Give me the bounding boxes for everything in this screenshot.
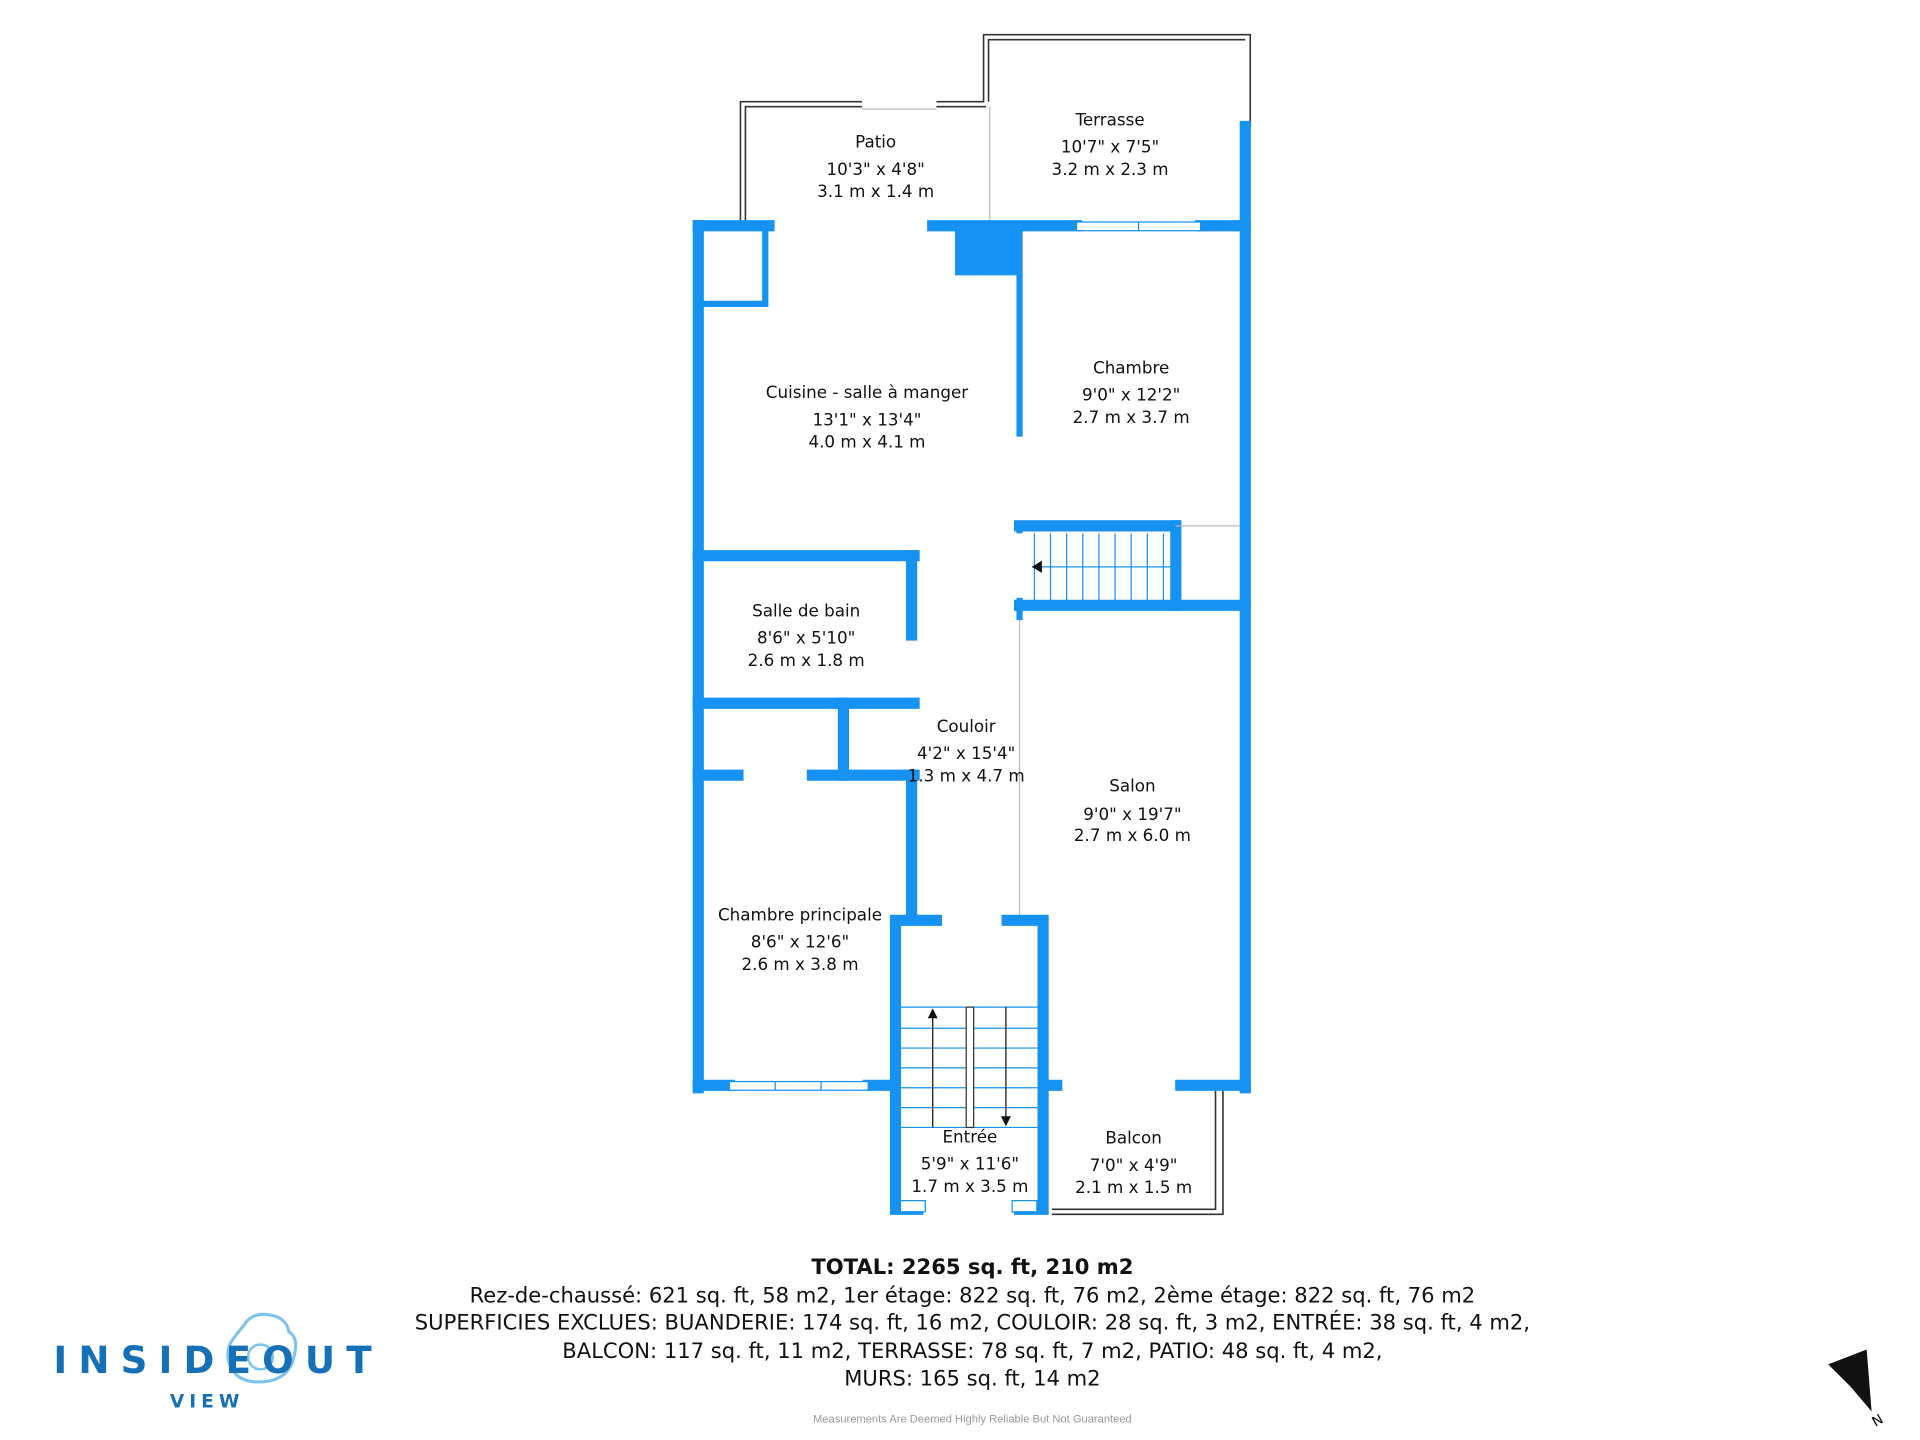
room-name: Patio [855,132,896,152]
floor-areas: Rez-de-chaussé: 621 sq. ft, 58 m2, 1er é… [470,1282,1476,1307]
room-label-terrasse: Terrasse 10'7" x 7'5" 3.2 m x 2.3 m [1052,109,1169,179]
stairs-entry [900,1006,1040,1129]
room-text: Chambre [1093,357,1169,377]
windows [728,221,1202,1213]
room-label-chambre-principale: Chambre principale 8'6" x 12'6" 2.6 m x … [718,904,882,974]
room-text: 2.6 m x 1.8 m [748,650,865,670]
room-text: 1.7 m x 3.5 m [911,1176,1028,1196]
room-text: 1.3 m x 4.7 m [908,765,1025,785]
room-text: 13'1" x 13'4" [812,409,921,429]
walls [692,120,1251,1215]
room-text: Chambre principale [718,904,882,924]
room-label-entree: Entrée 5'9" x 11'6" 1.7 m x 3.5 m [911,1126,1028,1196]
room-text: Salle de bain [752,600,860,620]
outdoor-outlines [739,33,1252,1216]
room-label-couloir: Couloir 4'2" x 15'4" 1.3 m x 4.7 m [908,716,1025,786]
room-text: 4.0 m x 4.1 m [808,432,925,452]
room-text: 8'6" x 12'6" [751,932,849,952]
excluded-areas-1: SUPERFICIES EXCLUES: BUANDERIE: 174 sq. … [415,1310,1530,1335]
room-text: 8'6" x 5'10" [757,628,855,648]
room-text: 10'7" x 7'5" [1061,137,1159,157]
room-dimension-imperial: 10'3" x 4'8" [826,159,924,179]
room-text: Balcon [1105,1128,1161,1148]
logo-sub: VIEW [170,1392,244,1413]
room-text: 5'9" x 11'6" [921,1154,1019,1174]
room-text: 2.1 m x 1.5 m [1075,1177,1192,1197]
insideout-logo: INSIDEOUT VIEW [53,1312,383,1413]
room-text: 3.2 m x 2.3 m [1052,159,1169,179]
room-text: Terrasse [1075,109,1145,129]
room-text: 2.6 m x 3.8 m [741,954,858,974]
room-text: Entrée [942,1126,997,1146]
room-text: 7'0" x 4'9" [1090,1155,1178,1175]
room-label-chambre: Chambre 9'0" x 12'2" 2.7 m x 3.7 m [1073,357,1190,427]
room-text: Salon [1109,775,1155,795]
compass-label: N [1869,1411,1886,1430]
excluded-areas-2: BALCON: 117 sq. ft, 11 m2, TERRASSE: 78 … [562,1338,1382,1363]
room-text: 9'0" x 19'7" [1083,804,1181,824]
logo-brand: INSIDEOUT [53,1338,383,1382]
area-summary: TOTAL: 2265 sq. ft, 210 m2 Rez-de-chauss… [415,1254,1530,1426]
disclaimer: Measurements Are Deemed Highly Reliable … [813,1414,1132,1426]
room-text: 2.7 m x 6.0 m [1074,825,1191,845]
room-text: Cuisine - salle à manger [766,382,968,402]
room-label-salon: Salon 9'0" x 19'7" 2.7 m x 6.0 m [1074,775,1191,845]
room-dimension-metric: 3.1 m x 1.4 m [817,181,934,201]
room-text: 2.7 m x 3.7 m [1073,407,1190,427]
walls-area: MURS: 165 sq. ft, 14 m2 [844,1365,1100,1390]
room-label-salle-de-bain: Salle de bain 8'6" x 5'10" 2.6 m x 1.8 m [748,600,865,670]
north-arrow-icon: N [1828,1349,1886,1430]
room-text: 4'2" x 15'4" [917,743,1015,763]
total-area: TOTAL: 2265 sq. ft, 210 m2 [811,1254,1133,1279]
room-text: 9'0" x 12'2" [1082,385,1180,405]
stairs-upper [1031,533,1171,601]
room-label-patio: Patio 10'3" x 4'8" 3.1 m x 1.4 m [817,132,934,202]
room-label-balcon: Balcon 7'0" x 4'9" 2.1 m x 1.5 m [1075,1128,1192,1198]
room-label-cuisine: Cuisine - salle à manger 13'1" x 13'4" 4… [766,382,968,452]
room-text: Couloir [937,716,996,736]
